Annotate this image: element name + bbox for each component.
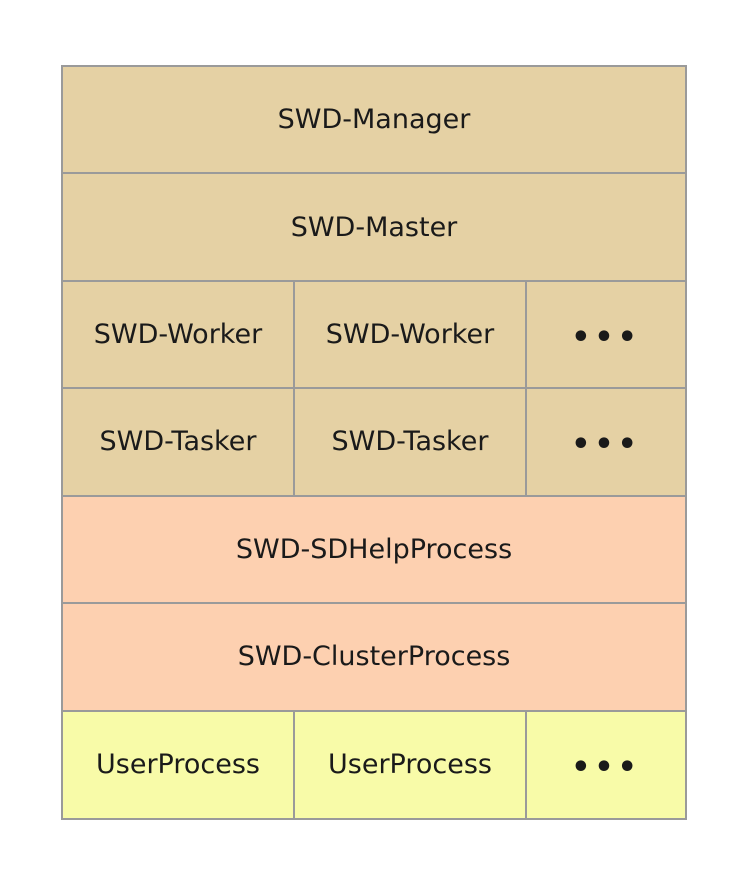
user-ellipsis: ••• xyxy=(527,711,685,818)
worker-row: SWD-Worker SWD-Worker ••• xyxy=(63,281,685,390)
swd-sdhelpprocess-block: SWD-SDHelpProcess xyxy=(63,496,685,603)
swd-worker-block: SWD-Worker xyxy=(295,281,527,388)
tasker-ellipsis: ••• xyxy=(527,389,685,495)
worker-ellipsis: ••• xyxy=(527,281,685,388)
architecture-stack: SWD-Manager SWD-Master SWD-Worker SWD-Wo… xyxy=(61,65,687,820)
swd-master-block: SWD-Master xyxy=(63,174,685,280)
swd-clusterprocess-block: SWD-ClusterProcess xyxy=(63,604,685,710)
manager-row: SWD-Manager xyxy=(63,67,685,175)
master-row: SWD-Master xyxy=(63,174,685,282)
swd-tasker-block: SWD-Tasker xyxy=(295,389,527,495)
user-row: UserProcess UserProcess ••• xyxy=(63,711,685,818)
swd-tasker-block: SWD-Tasker xyxy=(63,389,295,495)
tasker-row: SWD-Tasker SWD-Tasker ••• xyxy=(63,389,685,497)
cluster-row: SWD-ClusterProcess xyxy=(63,604,685,712)
swd-manager-block: SWD-Manager xyxy=(63,67,685,173)
userprocess-block: UserProcess xyxy=(295,711,527,818)
swd-worker-block: SWD-Worker xyxy=(63,281,295,388)
sdhelp-row: SWD-SDHelpProcess xyxy=(63,496,685,605)
userprocess-block: UserProcess xyxy=(63,711,295,818)
